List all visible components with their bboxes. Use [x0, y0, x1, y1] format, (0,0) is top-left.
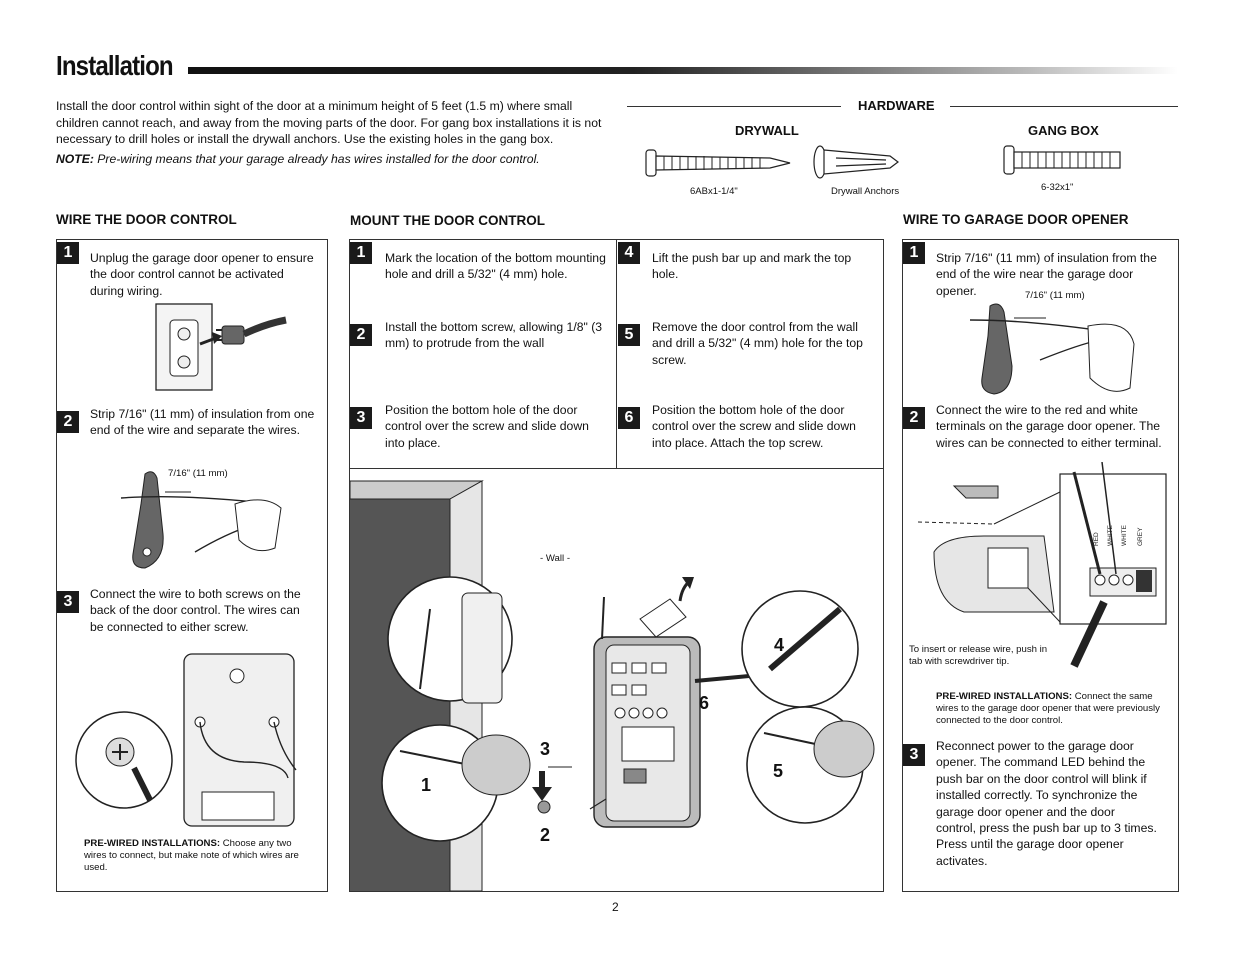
drill-bit-icon: [399, 750, 471, 766]
step-number: 5: [618, 324, 640, 346]
terminal-label-grey: GREY: [1137, 527, 1144, 546]
unplug-illustration: [155, 303, 287, 391]
wire-door-control-panel: [56, 239, 328, 892]
terminal-label-white-2: WHITE: [1121, 524, 1128, 546]
opener-rail: [952, 485, 999, 499]
step-text: Connect the wire to the red and white te…: [936, 403, 1162, 450]
step-number: 1: [903, 242, 925, 264]
callout-6: 6: [699, 693, 709, 713]
step-text: Position the bottom hole of the door con…: [652, 403, 856, 450]
step-text: Strip 7/16" (11 mm) of insulation from o…: [90, 407, 315, 438]
mount-row-divider: [349, 468, 884, 469]
bottom-screw-icon: [537, 800, 551, 814]
note-label: NOTE:: [56, 152, 94, 166]
callout-2: 2: [540, 825, 550, 845]
gangbox-heading: GANG BOX: [1028, 123, 1099, 138]
step-number: 6: [618, 407, 640, 429]
title-rule: [188, 67, 1178, 74]
magnifier-mark-top: [741, 590, 859, 708]
drywall-heading: DRYWALL: [735, 123, 799, 138]
prewired-label: PRE-WIRED INSTALLATIONS:: [936, 691, 1073, 702]
screw-label: 6ABx1-1/4": [690, 186, 738, 197]
step-number: 2: [350, 324, 372, 346]
hardware-rule-right: [950, 106, 1178, 107]
strip-label: 7/16" (11 mm): [168, 468, 228, 479]
callout-3: 3: [540, 739, 550, 759]
wire-door-control-heading: WIRE THE DOOR CONTROL: [56, 212, 237, 227]
hardware-rule-left: [627, 106, 841, 107]
prewired-text: Choose any two wires to connect, but mak…: [84, 838, 299, 874]
anchors-label: Drywall Anchors: [831, 186, 900, 197]
gang-screw-label: 6-32x1": [1041, 182, 1074, 193]
pencil-icon: [419, 608, 431, 690]
step-number: 2: [903, 407, 925, 429]
step-number: 3: [350, 407, 372, 429]
step-text: Remove the door control from the wall an…: [652, 320, 863, 367]
step-number: 4: [618, 242, 640, 264]
door-control-back-illustration: [75, 653, 297, 827]
step-number: 1: [57, 242, 79, 264]
step-text: Unplug the garage door opener to ensure …: [90, 251, 314, 298]
terminal-label-red: RED: [1093, 532, 1100, 546]
mount-illustration: 1 2 3 4 5 6: [350, 480, 875, 891]
prewired-label: PRE-WIRED INSTALLATIONS:: [84, 838, 221, 849]
step-number: 1: [350, 242, 372, 264]
page-title: Installation: [56, 50, 174, 81]
drill-bit-icon: [763, 732, 821, 746]
drywall-anchor-icon: [813, 145, 899, 179]
prewired-text: Connect the same wires to the garage doo…: [936, 691, 1160, 727]
push-bar: [639, 598, 687, 638]
opener-terminal-illustration: RED WHITE WHITE GREY: [917, 462, 1167, 668]
step-number: 2: [57, 411, 79, 433]
step-text: Connect the wire to both screws on the b…: [90, 587, 301, 634]
step-text: Install the bottom screw, allowing 1/8" …: [385, 320, 603, 351]
wire-opener-heading: WIRE TO GARAGE DOOR OPENER: [903, 212, 1129, 227]
step-number: 3: [57, 591, 79, 613]
callout-1: 1: [421, 775, 431, 795]
callout-4: 4: [774, 635, 784, 655]
wall-label: - Wall -: [540, 553, 571, 564]
page-number: 2: [612, 900, 619, 914]
step-text: Strip 7/16" (11 mm) of insulation from t…: [936, 251, 1157, 298]
insert-note: To insert or release wire, push in tab w…: [909, 644, 1048, 668]
prewired-note: PRE-WIRED INSTALLATIONS: Connect the sam…: [936, 691, 1166, 728]
step-text: Reconnect power to the garage door opene…: [936, 739, 1157, 868]
pencil-icon: [768, 606, 842, 672]
prewired-note: PRE-WIRED INSTALLATIONS: Choose any two …: [84, 838, 306, 875]
step-text: Position the bottom hole of the door con…: [385, 403, 589, 450]
hardware-illustration: [645, 145, 1121, 179]
door-control-led-window: [621, 726, 675, 762]
note-paragraph: NOTE: Pre-wiring means that your garage …: [56, 152, 612, 166]
callout-5: 5: [773, 761, 783, 781]
mount-door-control-heading: MOUNT THE DOOR CONTROL: [350, 213, 545, 228]
step-number: 3: [903, 744, 925, 766]
step-text: Lift the push bar up and mark the top ho…: [652, 251, 852, 282]
hardware-heading: HARDWARE: [858, 98, 935, 113]
step-text: Mark the location of the bottom mounting…: [385, 251, 606, 282]
mount-column-divider: [616, 239, 617, 468]
strip-wire-illustration: [120, 471, 282, 569]
strip-wire-opener-illustration: [969, 303, 1135, 395]
note-text: Pre-wiring means that your garage alread…: [93, 152, 540, 166]
drywall-screw-icon: [645, 149, 791, 177]
screwdriver-icon: [1070, 600, 1108, 668]
intro-paragraph: Install the door control within sight of…: [56, 99, 602, 146]
gangbox-screw-icon: [1003, 145, 1121, 175]
wire-opener-panel: [902, 239, 1179, 892]
strip-label: 7/16" (11 mm): [1025, 290, 1085, 301]
